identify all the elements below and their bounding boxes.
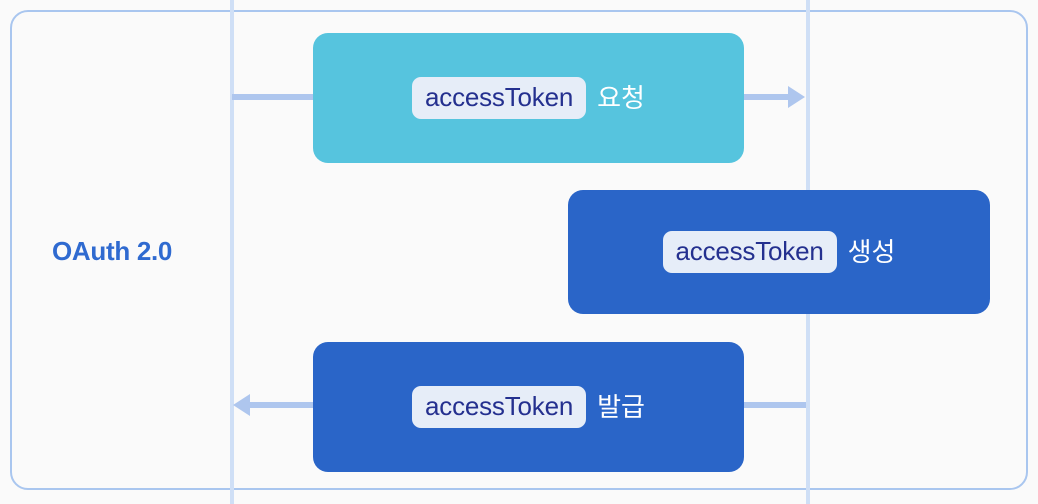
- code-token-create: accessToken: [662, 231, 837, 273]
- message-content-issue: accessToken 발급: [412, 386, 645, 428]
- code-token-request: accessToken: [412, 77, 587, 119]
- message-box-create[interactable]: accessToken 생성: [568, 190, 990, 314]
- message-label-issue: 발급: [597, 392, 645, 422]
- connector-request-out: [742, 94, 792, 100]
- arrowhead-request-right: [788, 86, 805, 108]
- diagram-title: OAuth 2.0: [52, 236, 173, 266]
- connector-request-in: [232, 94, 316, 100]
- message-content-request: accessToken 요청: [412, 77, 645, 119]
- code-token-issue: accessToken: [412, 386, 587, 428]
- connector-issue-in: [744, 402, 806, 408]
- message-box-issue[interactable]: accessToken 발급: [313, 342, 744, 472]
- message-content-create: accessToken 생성: [662, 231, 896, 273]
- arrowhead-issue-left: [233, 394, 250, 416]
- message-label-request: 요청: [597, 83, 645, 113]
- message-box-request[interactable]: accessToken 요청: [313, 33, 744, 163]
- connector-issue-out: [250, 402, 316, 408]
- diagram-frame: [10, 10, 1028, 490]
- left-lifeline: [230, 0, 234, 504]
- message-label-create: 생성: [847, 237, 896, 267]
